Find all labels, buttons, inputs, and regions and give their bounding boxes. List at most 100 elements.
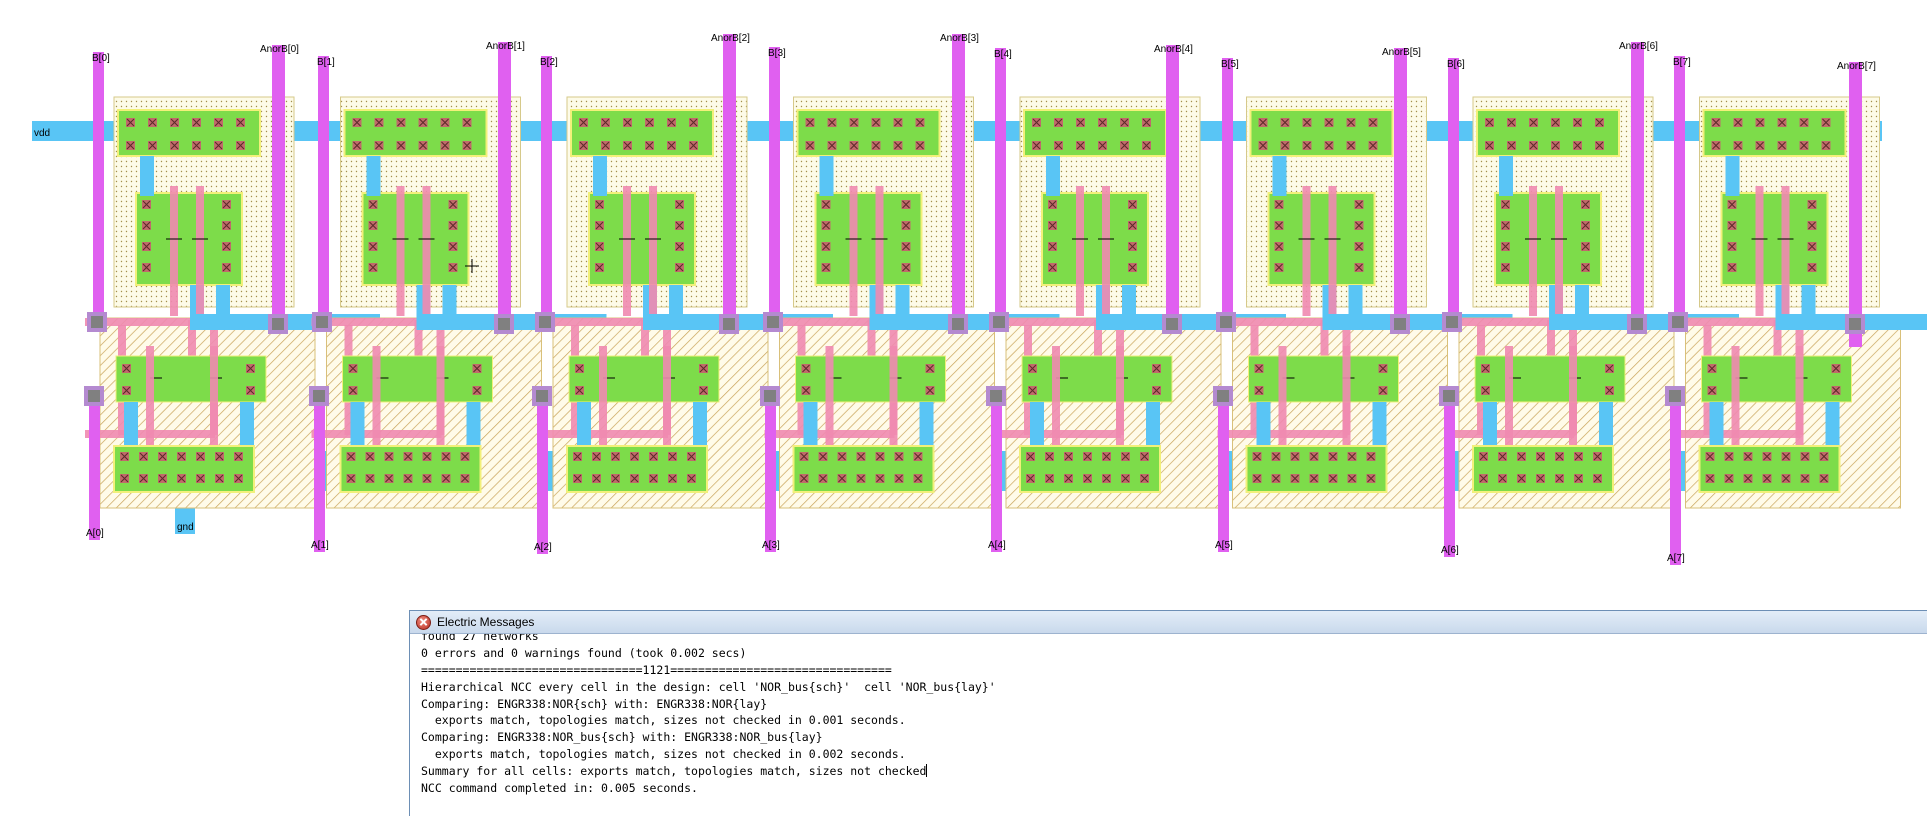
contact-cross [449,200,457,209]
contact-cross [1529,141,1538,150]
gnd-label: gnd [177,522,194,533]
pin [1627,314,1647,334]
message-line: Hierarchical NCC every cell in the desig… [421,679,996,694]
output-wire [1394,48,1407,333]
contact-cut [1280,141,1290,150]
contact-cut [440,118,450,127]
contact-cut [871,118,881,127]
poly-gate [1731,346,1740,446]
contact-cross [353,118,361,127]
contact-cross [1820,474,1828,483]
contact-cross [1481,386,1490,395]
metal1-strap [1146,402,1160,452]
a-input-label: A[7] [1667,553,1685,564]
metal1-strap [1046,156,1060,196]
contact-cross [1275,221,1283,230]
message-line: exports match, topologies match, sizes n… [421,747,906,762]
contact-cross [1255,386,1263,395]
poly-gate [146,346,154,446]
contact-cut [1120,141,1129,150]
contact-cut [177,452,186,461]
contact-cut [1800,452,1810,461]
contact-cut [1727,263,1737,272]
messages-titlebar[interactable]: Electric Messages [410,611,1927,634]
contact-cut [441,474,451,483]
contact-cut [1595,118,1604,127]
a-input-wire [314,390,325,552]
pin-core [313,390,325,402]
contact-cross [1310,474,1318,483]
contact-cut [1045,452,1054,461]
metal1-strap [1725,156,1740,196]
contact-cut [699,386,708,395]
nor-cell [760,34,1060,552]
contact-cut [120,474,129,483]
metal1-strap [577,402,591,452]
contact-cut [1354,242,1364,251]
contact-cross [142,263,151,272]
contact-cut [1807,263,1817,272]
contact-cut [1799,118,1809,127]
contact-cross [1832,386,1840,395]
contact-cross [177,474,186,483]
contact-cut [170,141,179,150]
poly-gate [1102,186,1110,316]
contact-cut [422,474,432,483]
pin [1439,386,1459,406]
contact-cross [473,386,481,395]
pin [84,386,104,406]
pin-core [91,316,103,328]
a-input-label: A[1] [311,540,329,551]
pin [760,386,780,406]
contact-cross [872,141,880,150]
pin-core [764,390,776,402]
contact-cross [1507,118,1516,127]
contact-cut [139,452,148,461]
contact-cross [1517,474,1526,483]
contact-cross [1712,118,1720,127]
contact-cross [1555,474,1564,483]
layout-canvas[interactable]: B[0]AnorB[0]A[0]B[1]AnorB[1]A[1]B[2]Anor… [0,0,1927,600]
contact-cut [1705,474,1715,483]
contact-cross [1728,221,1736,230]
contact-cut [1593,452,1602,461]
contact-cross [1026,474,1035,483]
poly-gate [1076,186,1084,316]
pin [87,312,107,332]
contact-cross [902,200,910,209]
message-line: exports match, topologies match, sizes n… [421,713,906,728]
contact-cross [800,474,808,483]
contact-cross [645,141,654,150]
contact-cut [849,141,859,150]
pin-core [1220,316,1232,328]
contact-cross [1593,452,1602,461]
contact-cross [349,386,357,395]
a-input-label: A[6] [1441,545,1459,556]
contact-cut [1551,118,1560,127]
contact-cut [403,474,413,483]
contact-cross [353,141,361,150]
contact-cross [1272,474,1280,483]
output-label: AnorB[4] [1154,44,1193,55]
contact-cross [1275,263,1283,272]
contact-cut [901,200,911,209]
contact-cross [573,474,582,483]
contact-cut [1819,474,1829,483]
contact-cross [139,474,148,483]
contact-cross [1593,474,1602,483]
contact-cut [1083,452,1092,461]
contact-cut [611,452,620,461]
contact-cut [1762,452,1772,461]
close-icon[interactable] [416,614,431,630]
contact-cross [1573,141,1582,150]
contact-cross [916,118,924,127]
b-input-label: B[2] [540,57,558,68]
pdiff-top [570,109,714,157]
contact-cut [374,141,384,150]
ndiff [795,355,946,403]
contact-cross [423,452,431,461]
contact-cut [675,200,684,209]
metal1-strap [1372,402,1387,452]
